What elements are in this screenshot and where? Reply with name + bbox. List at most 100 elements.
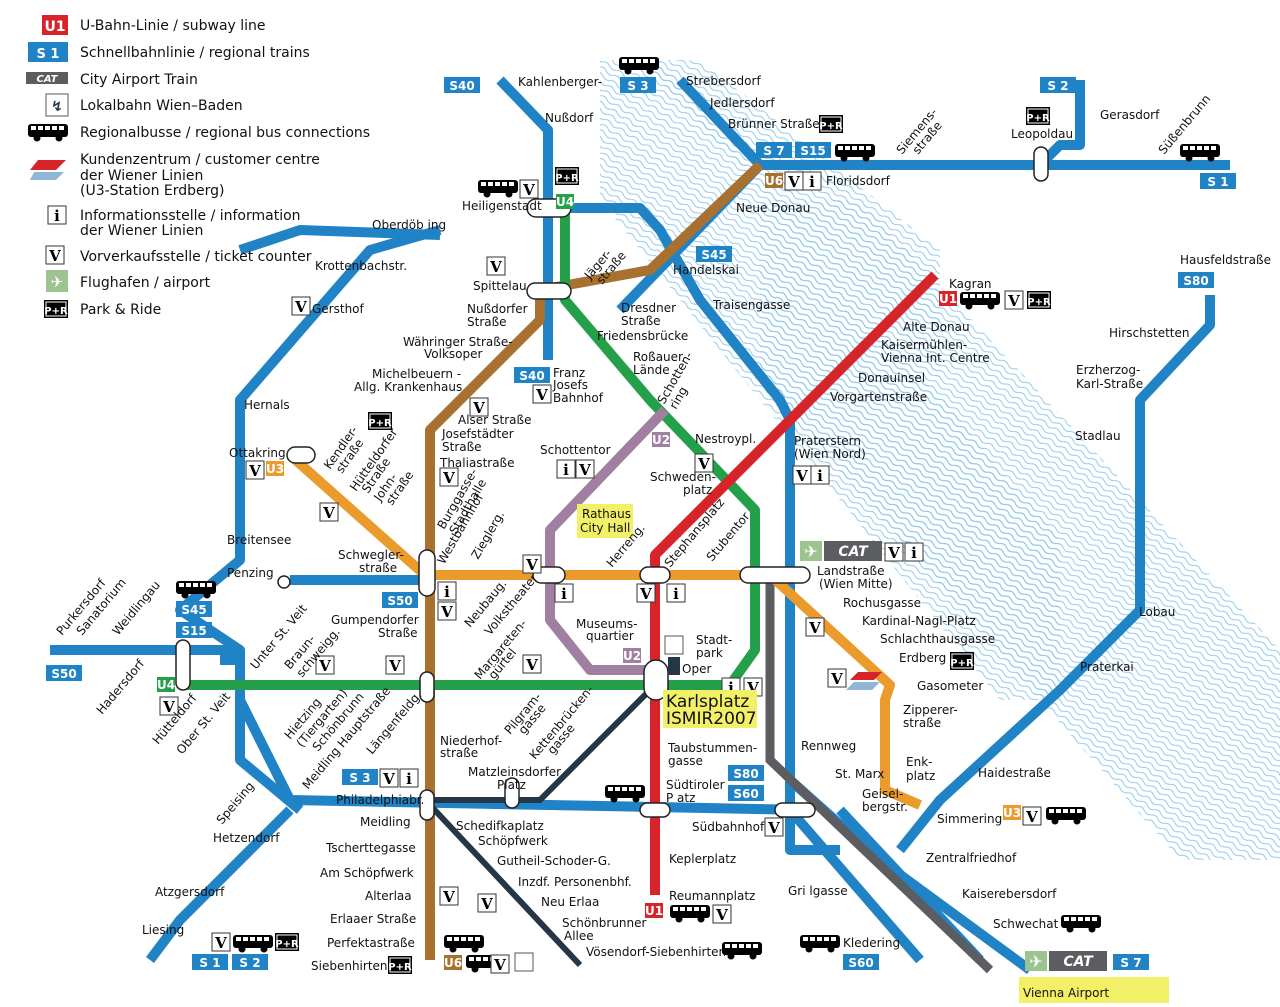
station-voesendorf[interactable]: Vösendorf-Siebenhirten xyxy=(586,945,726,959)
station-kagran[interactable]: Kagran xyxy=(949,277,992,291)
station-friedensbruecke[interactable]: Friedensbrücke xyxy=(597,329,688,343)
station-philadelphia[interactable]: Philadelphiabr. xyxy=(336,793,424,807)
station-keplerplatz[interactable]: Keplerplatz xyxy=(669,852,736,866)
station-hirschstetten[interactable]: Hirschstetten xyxy=(1109,326,1189,340)
station-breitensee[interactable]: Breitensee xyxy=(227,533,291,547)
station-nussdorfer-str[interactable]: Nußdorfer xyxy=(467,302,528,316)
station-museumsquartier[interactable]: Museums- xyxy=(576,617,637,631)
station-geiselberg[interactable]: Geisel- xyxy=(862,787,903,801)
station-rathaus[interactable]: Rathaus xyxy=(582,507,631,521)
station-tscherttegasse[interactable]: Tscherttegasse xyxy=(325,841,416,855)
station-alterlaa[interactable]: Alterlaa xyxy=(365,889,412,903)
station-traisengasse[interactable]: Traisengasse xyxy=(712,298,790,312)
station-gumpendorfer[interactable]: Gumpendorfer xyxy=(331,613,419,627)
station-karlsplatz[interactable]: Karlsplatz xyxy=(666,692,749,712)
station-erdberg[interactable]: Erdberg xyxy=(899,651,946,665)
station-alte-donau[interactable]: Alte Donau xyxy=(903,320,970,334)
station-praterkai[interactable]: Praterkai xyxy=(1080,660,1134,674)
station-thalia[interactable]: Thaliastraße xyxy=(439,456,515,470)
station-rochusgasse[interactable]: Rochusgasse xyxy=(843,596,921,610)
station-waehringer[interactable]: Währinger Straße- xyxy=(403,335,513,349)
station-floridsdorf[interactable]: Floridsdorf xyxy=(826,174,891,188)
station-praterstern[interactable]: Praterstern xyxy=(794,434,861,448)
station-neue-donau[interactable]: Neue Donau xyxy=(736,201,810,215)
station-schwechat[interactable]: Schwechat xyxy=(993,917,1059,931)
station-stadlau[interactable]: Stadlau xyxy=(1075,429,1121,443)
station-schedifkaplatz[interactable]: Schedifkaplatz xyxy=(456,819,544,833)
legend: U1 S 1 CAT ↯ ✈ xyxy=(26,15,69,319)
station-donauinsel[interactable]: Donauinsel xyxy=(858,371,925,385)
station-kahlenbergerdorf[interactable]: Kahlenberger- xyxy=(518,75,602,89)
station-bruenner[interactable]: Brünner Straße xyxy=(728,117,820,131)
station-strebersdorf[interactable]: Strebersdorf xyxy=(686,74,761,88)
station-penzing[interactable]: Penzing xyxy=(227,566,274,580)
station-gerasdorf[interactable]: Gerasdorf xyxy=(1100,108,1160,122)
station-gri-lgasse[interactable]: Gri lgasse xyxy=(788,884,848,898)
station-josefstaedter[interactable]: Josefstädter xyxy=(441,427,514,441)
station-gasometer[interactable]: Gasometer xyxy=(917,679,983,693)
station-erlaaer[interactable]: Erlaaer Straße xyxy=(330,912,416,926)
station-kaiserebersdorf[interactable]: Kaiserebersdorf xyxy=(962,887,1057,901)
svg-text:S 1: S 1 xyxy=(199,956,220,970)
station-leopoldau[interactable]: Leopoldau xyxy=(1011,127,1073,141)
station-niederhof[interactable]: Niederhof- xyxy=(440,734,502,748)
station-dresdner[interactable]: Dresdner xyxy=(621,301,676,315)
station-hadersdorf[interactable]: Hadersdorf xyxy=(94,656,148,717)
station-stadtpark[interactable]: Stadt- xyxy=(696,633,732,647)
station-schoepfwerk[interactable]: Schöpfwerk xyxy=(478,834,548,848)
station-oberdoebling[interactable]: Oberdöb ing xyxy=(372,218,446,232)
station-spittelau[interactable]: Spittelau xyxy=(473,279,527,293)
station-michelbeuern[interactable]: Michelbeuern - xyxy=(372,367,461,381)
station-hausfeld[interactable]: Hausfeldstraße xyxy=(1180,253,1271,267)
station-taubstummen[interactable]: Taubstummen- xyxy=(667,741,757,755)
station-rossauer[interactable]: Roßauer xyxy=(633,350,683,364)
station-inzdf[interactable]: Inzdf. Personenbhf. xyxy=(518,875,632,889)
station-hetzendorf[interactable]: Hetzendorf xyxy=(213,831,280,845)
station-speising[interactable]: Speising xyxy=(214,779,257,827)
station-atzgersdorf[interactable]: Atzgersdorf xyxy=(155,885,225,899)
station-vienna-airport[interactable]: Vienna Airport xyxy=(1023,986,1109,1000)
station-oper[interactable]: Oper xyxy=(682,662,711,676)
station-zentralfriedhof[interactable]: Zentralfriedhof xyxy=(926,851,1017,865)
station-landstrasse[interactable]: Landstraße xyxy=(817,564,884,578)
station-nestroypl[interactable]: Nestroypl. xyxy=(695,432,756,446)
station-hernals[interactable]: Hernals xyxy=(244,398,290,412)
station-neu-erlaa[interactable]: Neu Erlaa xyxy=(541,895,599,909)
station-kardinal[interactable]: Kardinal-Nagl-Platz xyxy=(862,614,976,628)
station-reumannplatz[interactable]: Reumannplatz xyxy=(669,889,755,903)
station-schwedenplatz[interactable]: Schweden- xyxy=(650,470,716,484)
station-schottentor[interactable]: Schottentor xyxy=(540,443,611,457)
station-kledering[interactable]: Kledering xyxy=(843,936,900,950)
station-nussdorf[interactable]: Nußdorf xyxy=(545,111,594,125)
station-schoenbrunner-allee[interactable]: Schönbrunner xyxy=(562,916,647,930)
station-suedbahnhof[interactable]: Südbahnhof xyxy=(692,820,765,834)
station-meidling[interactable]: Meidling xyxy=(360,815,411,829)
station-handelskai[interactable]: Handelskai xyxy=(673,263,739,277)
station-jedlersdorf[interactable]: Jedlersdorf xyxy=(709,96,775,110)
station-ottakring[interactable]: Ottakring xyxy=(229,446,286,460)
station-haidestr[interactable]: Haidestraße xyxy=(978,766,1051,780)
station-krottenbachstr[interactable]: Krottenbachstr. xyxy=(315,259,407,273)
station-alser[interactable]: Alser Straße xyxy=(458,413,531,427)
station-rennweg[interactable]: Rennweg xyxy=(801,739,856,753)
station-lobau[interactable]: Lobau xyxy=(1139,605,1175,619)
station-vorgarten[interactable]: Vorgartenstraße xyxy=(830,390,927,404)
station-siebenhirten[interactable]: Siebenhirten xyxy=(311,959,388,973)
station-am-schoepfwerk[interactable]: Am Schöpfwerk xyxy=(320,866,414,880)
station-gutheil[interactable]: Gutheil-Schoder-G. xyxy=(497,854,611,868)
station-st-marx[interactable]: St. Marx xyxy=(835,767,884,781)
station-simmering[interactable]: Simmering xyxy=(937,812,1002,826)
station-heiligenstadt[interactable]: Heiligenstadt xyxy=(462,199,542,213)
station-matzleinsdorfer[interactable]: Matzleinsdorfer xyxy=(468,765,561,779)
station-enkplatz[interactable]: Enk- xyxy=(906,755,932,769)
station-perfekta[interactable]: Perfektastraße xyxy=(327,936,415,950)
station-gersthof[interactable]: Gersthof xyxy=(312,302,365,316)
station-schwegler[interactable]: Schwegler- xyxy=(338,548,404,562)
station-liesing[interactable]: Liesing xyxy=(142,923,184,937)
station-erzherzog[interactable]: Erzherzog- xyxy=(1076,363,1140,377)
station-zipperer[interactable]: Zipperer- xyxy=(903,703,958,717)
station-kaisermuehlen[interactable]: Kaisermühlen- xyxy=(881,338,967,352)
station-schlachthaus[interactable]: Schlachthausgasse xyxy=(880,632,995,646)
station-franz-josefs[interactable]: Franz xyxy=(553,366,585,380)
station-suedtiroler[interactable]: Südtiroler xyxy=(666,778,725,792)
